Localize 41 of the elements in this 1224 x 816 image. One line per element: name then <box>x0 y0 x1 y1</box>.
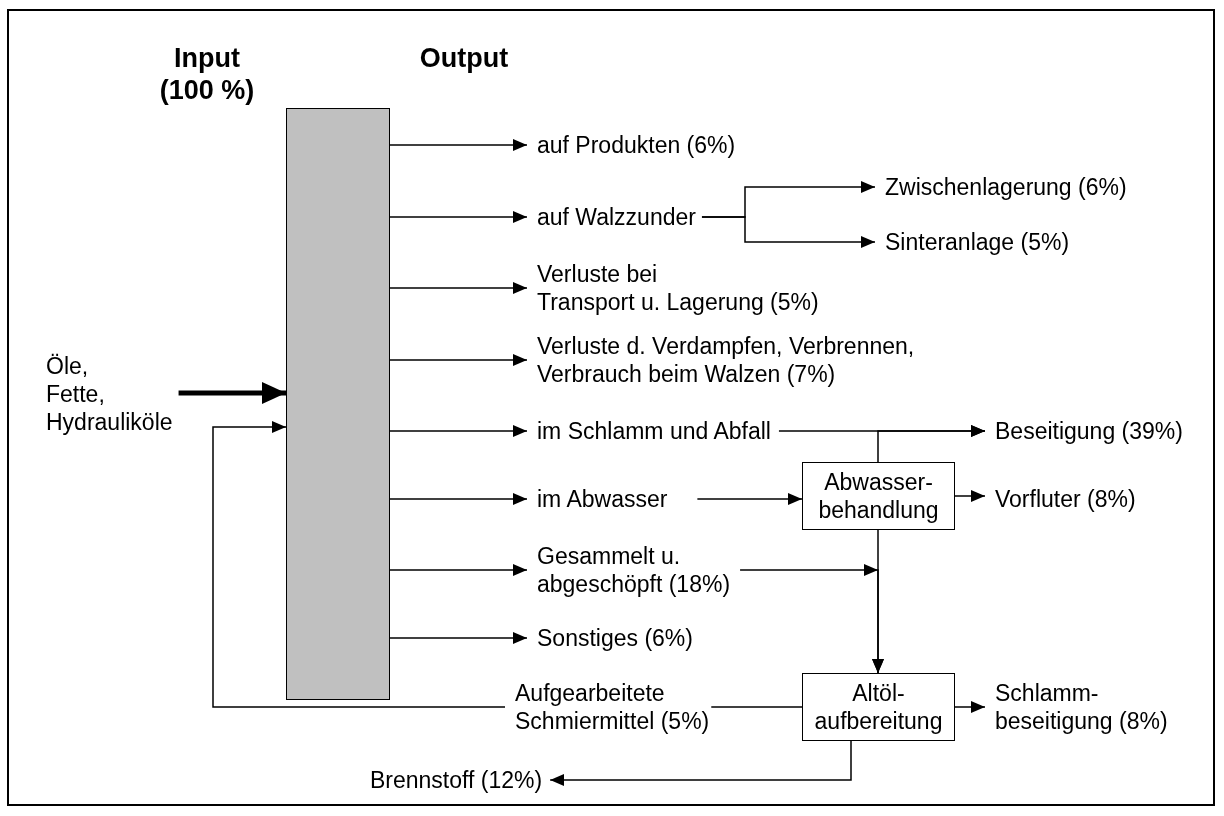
column-heading: Input (100 %) <box>159 42 255 106</box>
box-label: Abwasser- behandlung <box>818 468 939 524</box>
flow-label: Verluste bei Transport u. Lagerung (5%) <box>537 260 819 316</box>
flow-label: Aufgearbeitete Schmiermittel (5%) <box>515 679 710 735</box>
arrow <box>954 701 986 713</box>
arrow <box>389 493 528 505</box>
flow-label: Sonstiges (6%) <box>537 624 693 652</box>
arrow <box>696 493 803 505</box>
input-output-bar <box>286 108 390 700</box>
flow-label: Gesammelt u. abgeschöpft (18%) <box>537 542 731 598</box>
arrow <box>212 421 506 708</box>
flow-label: Öle, Fette, Hydrauliköle <box>46 352 173 436</box>
arrow <box>389 354 528 366</box>
flow-label: auf Produkten (6%) <box>537 131 736 159</box>
process-box <box>802 673 955 741</box>
flow-label: Sinteranlage (5%) <box>885 228 1070 256</box>
column-heading: Output <box>419 42 509 74</box>
arrow <box>701 216 876 248</box>
flow-label: Brennstoff (12%) <box>370 766 543 794</box>
arrow <box>178 382 286 404</box>
arrow <box>389 211 528 223</box>
flow-label: im Abwasser <box>537 485 668 513</box>
arrow <box>549 740 852 786</box>
flow-label: Zwischenlagerung (6%) <box>885 173 1127 201</box>
arrow <box>389 139 528 151</box>
arrow <box>872 529 884 674</box>
flow-label: Beseitigung (39%) <box>995 417 1183 445</box>
arrow <box>389 282 528 294</box>
flow-label: Vorfluter (8%) <box>995 485 1136 513</box>
arrow <box>877 425 986 463</box>
flow-label: Schlamm- beseitigung (8%) <box>995 679 1168 735</box>
arrow <box>389 632 528 644</box>
flow-label: auf Walzzunder <box>537 203 696 231</box>
flow-label: im Schlamm und Abfall <box>537 417 771 445</box>
flow-label: Verluste d. Verdampfen, Verbrennen, Verbrauch beim Walzen (7%) <box>537 332 915 388</box>
connector-line <box>710 706 803 708</box>
process-box <box>802 462 955 530</box>
arrow <box>389 425 528 437</box>
arrow <box>954 490 986 502</box>
arrow <box>389 564 528 576</box>
box-label: Altöl- aufbereitung <box>814 679 943 735</box>
